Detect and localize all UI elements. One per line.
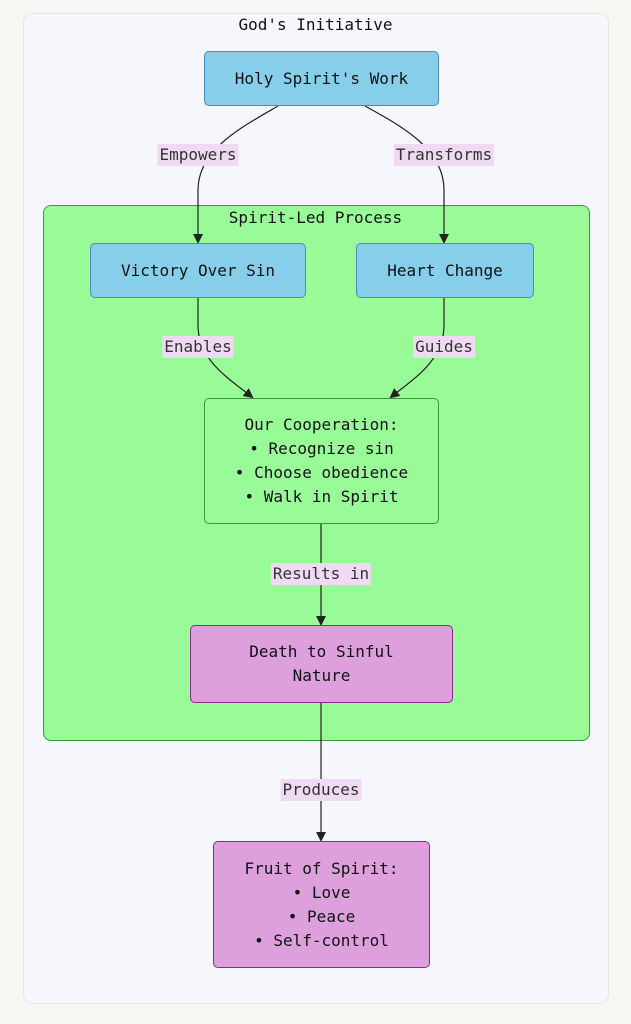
edge-empowers [193,105,279,244]
cooperation-line-3: • Choose obedience [234,463,409,482]
holy-spirits-work-node: Holy Spirit's Work [204,51,439,106]
fruit-line-3: • Peace [287,906,356,926]
edge-label-results-in: Results in [270,563,372,585]
cooperation-line-1: Our Cooperation: [244,415,399,434]
edge-transforms [364,105,449,244]
edge-label-produces: Produces [280,779,362,801]
edge-enables [197,298,254,399]
fruit-line-4: • Self-control [254,930,389,950]
heart-change-node: Heart Change [356,243,534,298]
death-line-1: Death to Sinful [249,642,394,661]
death-line-2: Nature [292,666,351,685]
fruit-line-1: Fruit of Spirit: [244,858,399,878]
cooperation-line-4: • Walk in Spirit [244,487,399,506]
edge-guides [389,298,445,399]
our-cooperation-node: Our Cooperation: • Recognize sin • Choos… [204,398,439,524]
edge-label-guides: Guides [413,336,475,358]
gods-initiative-title: God's Initiative [238,15,393,34]
edge-label-empowers: Empowers [157,144,239,166]
cooperation-line-2: • Recognize sin [249,439,394,458]
death-to-sinful-nature-node: Death to Sinful Nature [190,625,453,703]
fruit-line-2: • Love [292,882,351,902]
edge-label-enables: Enables [162,336,234,358]
heart-change-label: Heart Change [387,260,503,280]
victory-over-sin-node: Victory Over Sin [90,243,306,298]
holy-spirits-work-label: Holy Spirit's Work [234,68,409,88]
spirit-led-process-title: Spirit-Led Process [228,208,403,227]
fruit-of-spirit-node: Fruit of Spirit: • Love • Peace • Self-c… [213,841,430,968]
edge-label-transforms: Transforms [393,144,495,166]
victory-over-sin-label: Victory Over Sin [120,260,276,280]
